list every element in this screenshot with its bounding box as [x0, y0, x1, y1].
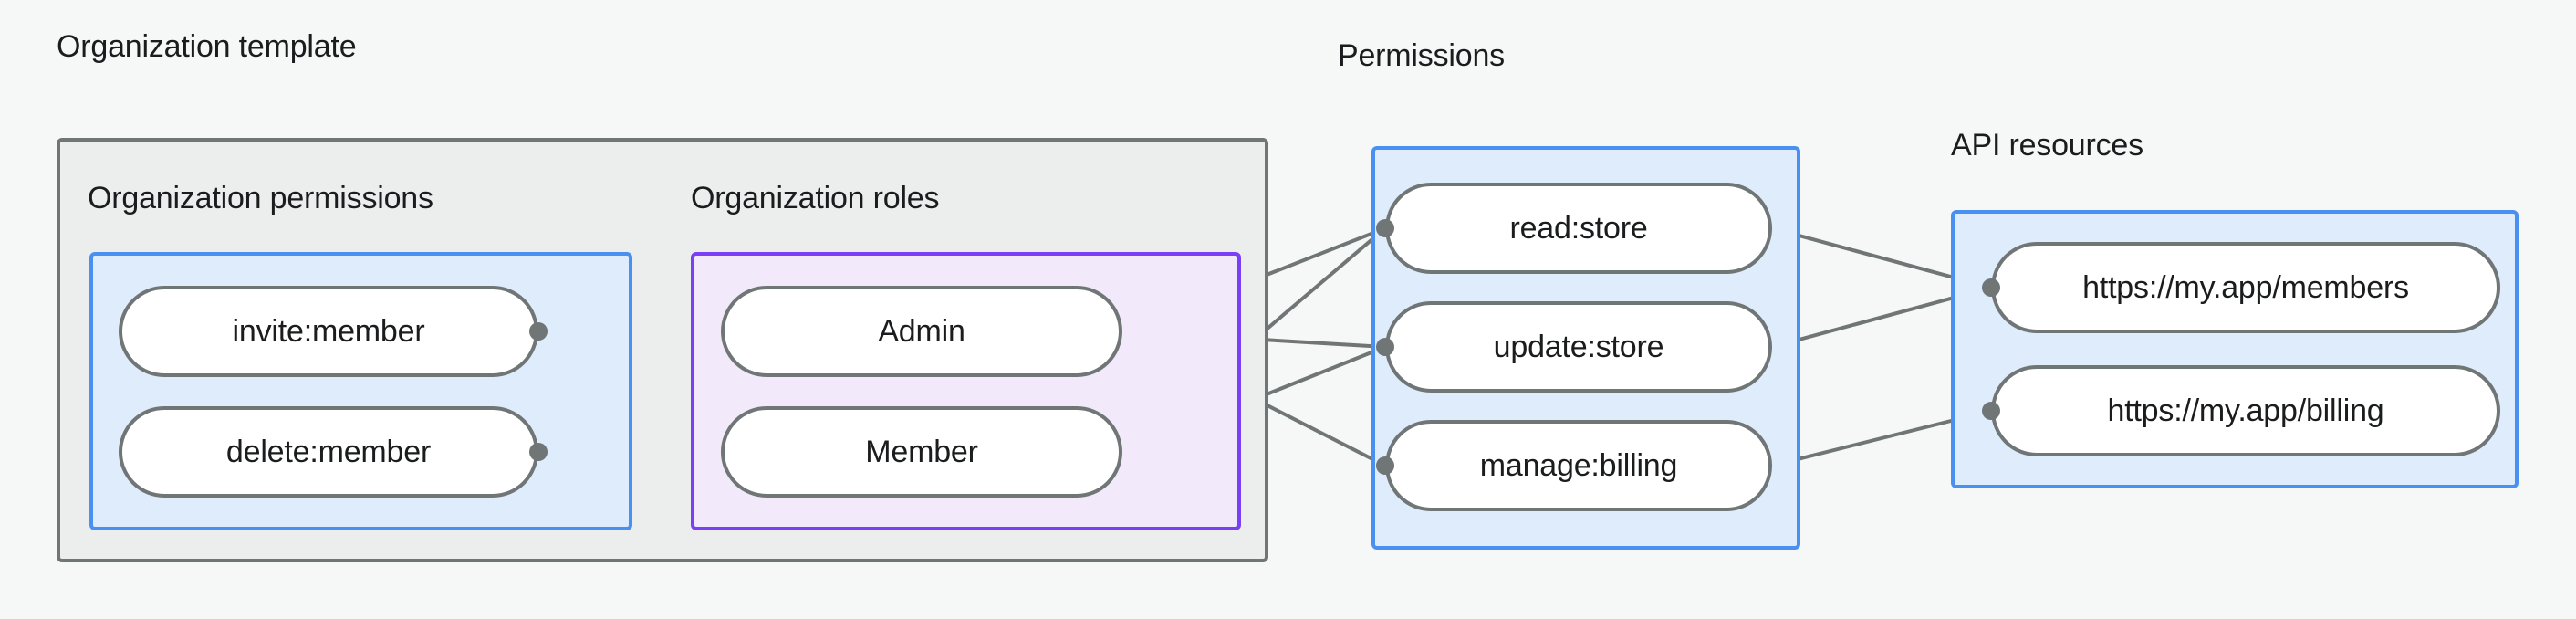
node-api-billing[interactable]: https://my.app/billing [1991, 365, 2500, 456]
node-manage-billing-label: manage:billing [1479, 447, 1678, 483]
node-update-store-label: update:store [1493, 329, 1664, 364]
port-manage-billing-left [1376, 456, 1394, 475]
node-delete-member[interactable]: delete:member [119, 406, 538, 498]
permissions-title: Permissions [1338, 38, 1505, 73]
node-read-store-label: read:store [1509, 210, 1648, 246]
node-member-label: Member [865, 434, 978, 469]
organization-roles-title: Organization roles [691, 181, 940, 215]
port-api-billing-left [1982, 402, 2000, 420]
node-delete-member-label: delete:member [225, 434, 432, 469]
port-delete-member-right [529, 443, 548, 461]
node-invite-member[interactable]: invite:member [119, 286, 538, 377]
node-read-store[interactable]: read:store [1385, 183, 1772, 274]
port-update-store-left [1376, 338, 1394, 356]
node-admin[interactable]: Admin [721, 286, 1122, 377]
organization-template-title: Organization template [57, 29, 357, 64]
node-invite-member-label: invite:member [232, 313, 425, 349]
port-read-store-left [1376, 219, 1394, 237]
organization-permissions-title: Organization permissions [88, 181, 433, 215]
node-manage-billing[interactable]: manage:billing [1385, 420, 1772, 511]
port-invite-member-right [529, 322, 548, 341]
port-api-members-left [1982, 278, 2000, 297]
node-member[interactable]: Member [721, 406, 1122, 498]
node-admin-label: Admin [878, 313, 965, 349]
node-update-store[interactable]: update:store [1385, 301, 1772, 393]
node-api-members-label: https://my.app/members [2082, 269, 2409, 305]
api-resources-title: API resources [1951, 128, 2143, 163]
node-api-members[interactable]: https://my.app/members [1991, 242, 2500, 333]
node-api-billing-label: https://my.app/billing [2107, 393, 2384, 428]
